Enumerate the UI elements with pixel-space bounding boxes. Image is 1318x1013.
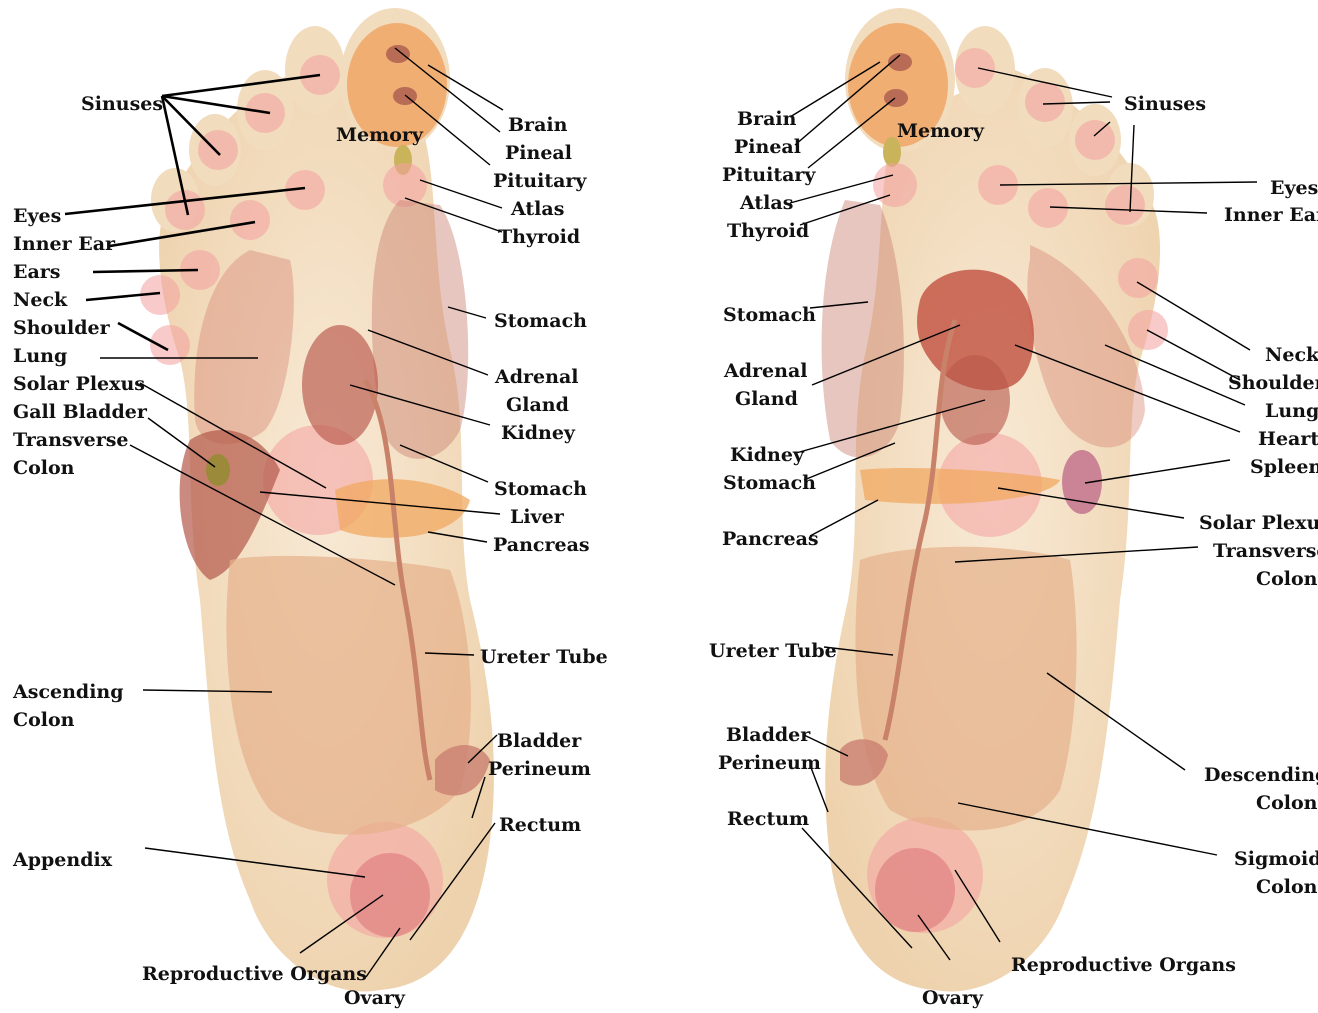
label-right-pineal: Pineal bbox=[734, 136, 801, 158]
label-left-inner-ear: Inner Ear bbox=[13, 233, 116, 255]
label-right-perineum: Perineum bbox=[718, 752, 821, 774]
label-right-memory: Memory bbox=[897, 120, 985, 142]
label-left-reproductive: Reproductive Organs bbox=[142, 963, 367, 985]
label-right-transverse-colon: Colon bbox=[1256, 568, 1318, 590]
label-left-liver: Liver bbox=[510, 506, 565, 528]
label-right-solar-plexus: Solar Plexus bbox=[1199, 512, 1318, 534]
label-right-atlas: Atlas bbox=[739, 192, 793, 214]
label-left-rectum: Rectum bbox=[499, 814, 581, 836]
left-stomach bbox=[372, 200, 468, 459]
label-right-brain: Brain bbox=[737, 108, 797, 130]
label-left-kidney: Kidney bbox=[501, 422, 576, 444]
label-right-spleen: Spleen bbox=[1250, 456, 1318, 478]
label-right-sinuses: Sinuses bbox=[1124, 93, 1206, 115]
label-left-thyroid: Thyroid bbox=[498, 226, 580, 248]
label-right-inner-ear: Inner Ear bbox=[1224, 204, 1318, 226]
label-left-appendix: Appendix bbox=[12, 849, 113, 871]
label-left-adrenal: Adrenal bbox=[494, 366, 578, 388]
label-left-transverse-colon: Colon bbox=[13, 457, 75, 479]
left-ovary bbox=[350, 853, 430, 937]
label-left-brain: Brain bbox=[508, 114, 568, 136]
label-left-pituitary: Pituitary bbox=[493, 170, 587, 192]
label-left-atlas: Atlas bbox=[510, 198, 564, 220]
label-left-perineum: Perineum bbox=[488, 758, 591, 780]
label-left-memory: Memory bbox=[336, 124, 424, 146]
label-left-lung: Lung bbox=[13, 345, 67, 367]
label-left-eyes: Eyes bbox=[13, 205, 61, 227]
left-intestines bbox=[226, 556, 471, 835]
left-gall-bladder bbox=[206, 454, 230, 486]
label-right-lung: Lung bbox=[1265, 400, 1318, 422]
label-left-ears: Ears bbox=[13, 261, 61, 283]
label-left-adrenal-gland: Gland bbox=[506, 394, 569, 416]
label-right-stomach-upper: Stomach bbox=[723, 304, 816, 326]
label-left-ascending-colon: Colon bbox=[13, 709, 75, 731]
label-left-ascending: Ascending bbox=[12, 681, 124, 703]
label-right-ureter: Ureter Tube bbox=[709, 640, 837, 662]
label-right-pancreas: Pancreas bbox=[722, 528, 819, 550]
label-left-ovary: Ovary bbox=[344, 987, 406, 1009]
label-right-sigmoid-colon: Colon bbox=[1256, 876, 1318, 898]
label-right-neck: Neck bbox=[1265, 344, 1318, 366]
right-foot bbox=[822, 8, 1168, 992]
label-left-pancreas: Pancreas bbox=[493, 534, 590, 556]
label-right-pituitary: Pituitary bbox=[722, 164, 816, 186]
left-foot bbox=[140, 8, 494, 992]
label-left-stomach-lower: Stomach bbox=[494, 478, 587, 500]
label-right-transverse: Transverse bbox=[1213, 540, 1318, 562]
label-right-reproductive: Reproductive Organs bbox=[1011, 954, 1236, 976]
right-ovary bbox=[875, 848, 955, 932]
label-right-ovary: Ovary bbox=[922, 987, 984, 1009]
label-right-descending: Descending bbox=[1204, 764, 1318, 786]
label-left-gall-bladder: Gall Bladder bbox=[13, 401, 148, 423]
label-right-rectum: Rectum bbox=[727, 808, 809, 830]
label-left-ureter: Ureter Tube bbox=[480, 646, 608, 668]
label-right-kidney: Kidney bbox=[730, 444, 805, 466]
label-right-adrenal-gland: Gland bbox=[735, 388, 798, 410]
label-left-pineal: Pineal bbox=[505, 142, 572, 164]
label-left-shoulder: Shoulder bbox=[13, 317, 111, 339]
label-left-stomach-upper: Stomach bbox=[494, 310, 587, 332]
label-right-shoulder: Shoulder bbox=[1228, 372, 1318, 394]
label-left-neck: Neck bbox=[13, 289, 68, 311]
label-right-thyroid: Thyroid bbox=[727, 220, 809, 242]
label-right-descending-colon: Colon bbox=[1256, 792, 1318, 814]
right-intestines bbox=[855, 547, 1076, 831]
label-left-transverse: Transverse bbox=[13, 429, 129, 451]
label-right-stomach-lower: Stomach bbox=[723, 472, 816, 494]
label-right-adrenal: Adrenal bbox=[723, 360, 807, 382]
label-right-sigmoid: Sigmoid bbox=[1234, 848, 1318, 870]
label-left-sinuses: Sinuses bbox=[81, 93, 163, 115]
right-kidney bbox=[940, 355, 1010, 445]
left-pineal-spot bbox=[386, 45, 410, 63]
label-right-bladder: Bladder bbox=[726, 724, 811, 746]
label-left-bladder: Bladder bbox=[497, 730, 582, 752]
label-right-eyes: Eyes bbox=[1270, 177, 1318, 199]
label-left-solar-plexus: Solar Plexus bbox=[13, 373, 145, 395]
label-right-heart: Heart bbox=[1258, 428, 1318, 450]
